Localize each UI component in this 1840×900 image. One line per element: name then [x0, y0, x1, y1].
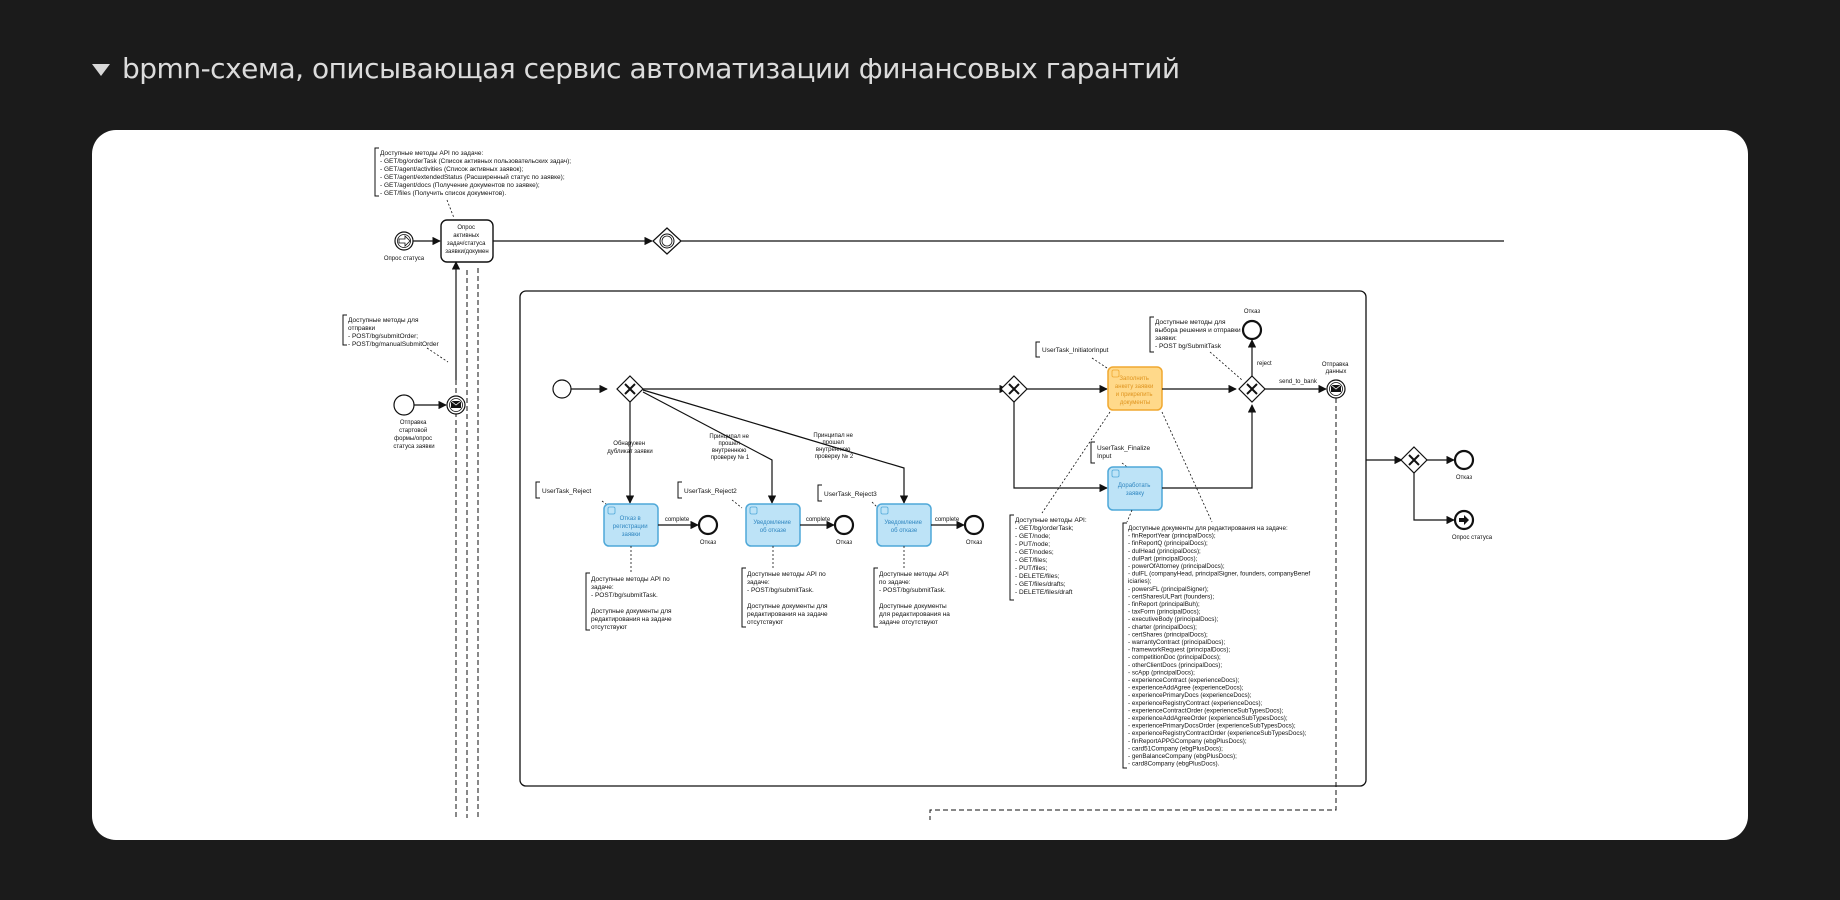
task-fill-application[interactable]: Заполнить анкету заявки и прикрепить док…	[1107, 366, 1163, 411]
task-note-3: Доступные методы API по задаче: - POST/b…	[873, 567, 952, 628]
bpmn-diagram: Доступные методы API по задаче: - GET/bg…	[342, 147, 1504, 820]
svg-text:UserTask_Reject3: UserTask_Reject3	[824, 491, 877, 498]
task-notify-reject-1[interactable]: Уведомление об отказе	[745, 503, 801, 547]
sub-start-event[interactable]	[552, 379, 572, 399]
svg-text:Уведомление об отказе: Уведомление об отказе	[753, 520, 792, 534]
subprocess-box	[519, 290, 1367, 787]
end-reject-3[interactable]	[963, 514, 985, 536]
top-note: Доступные методы API по задаче: - GET/bg…	[374, 147, 573, 197]
end-reject-label-2: Отказ	[836, 540, 852, 546]
send-data-event[interactable]	[1326, 379, 1346, 399]
svg-text:Доступные документы для редакт: Доступные документы для редактирования н…	[1128, 525, 1310, 768]
send-to-bank-label: send_to_bank	[1279, 379, 1318, 385]
task-note-2: Доступные методы API по задаче: - POST/b…	[741, 567, 829, 628]
docs-note: Доступные документы для редактирования н…	[1122, 522, 1310, 769]
svg-text:Заполнить анкету заявки: Заполнить анкету заявки и прикрепить док…	[1115, 376, 1155, 406]
svg-text:Доступные методы API: -: Доступные методы API: - GET/bg/orderTask…	[1015, 517, 1088, 596]
complete-label-3: complete	[935, 517, 960, 523]
submit-note: Доступные методы для отправки - POST/bg/…	[342, 314, 440, 348]
exclusive-gateway-4[interactable]	[1400, 446, 1428, 474]
svg-text:Доработать заявку: Доработать заявку	[1118, 483, 1152, 497]
task-notify-reject-2[interactable]: Уведомление об отказе	[876, 503, 932, 547]
end-reject-1[interactable]	[697, 514, 719, 536]
end-reject-label-1: Отказ	[700, 540, 716, 546]
end-reject-top-label: Отказ	[1244, 309, 1260, 315]
end-reject-outer-label: Отказ	[1456, 475, 1472, 481]
svg-text:Уведомление об отказе: Уведомление об отказе	[884, 520, 923, 534]
section-title: bpmn-схема, описывающая сервис автоматиз…	[122, 52, 1180, 85]
diagram-card: Доступные методы API по задаче: - GET/bg…	[92, 130, 1748, 840]
complete-label-1: complete	[665, 517, 690, 523]
flow-check1-label: Принципал не прошел внутреннюю проверку …	[709, 434, 750, 461]
end-reject-label-3: Отказ	[966, 540, 982, 546]
end-reject-top[interactable]	[1241, 319, 1263, 341]
event-based-gateway[interactable]	[652, 227, 682, 255]
submit-start-label: Отправка стартовой формы/опрос статуса з…	[393, 420, 434, 450]
api-methods-note: Доступные методы API: - GET/bg/orderTask…	[1009, 514, 1088, 601]
svg-text:Доступные методы API по: Доступные методы API по задаче: - POST/b…	[747, 571, 829, 626]
reject-annotation-3: UserTask_Reject3	[817, 484, 877, 502]
svg-text:Опрос активных зад: Опрос активных задач/статуса заявки/доку…	[445, 225, 488, 255]
flow-check2-label: Принципал не прошел внутреннюю проверку …	[813, 433, 854, 460]
reject-flow-label: reject	[1257, 361, 1272, 367]
initiator-input-annotation: UserTask_InitiatorInput	[1035, 341, 1109, 358]
task-note-1: Доступные методы API по задаче: - POST/b…	[585, 572, 673, 631]
exclusive-gateway-1[interactable]	[616, 375, 644, 403]
svg-text:UserTask_Reject: UserTask_Reject	[542, 488, 591, 495]
decision-note: Доступные методы для выбора решения и от…	[1149, 316, 1242, 353]
exclusive-gateway-3[interactable]	[1238, 375, 1266, 403]
submit-start-event[interactable]	[393, 394, 415, 416]
end-reject-outer[interactable]	[1453, 449, 1475, 471]
task-reject-registration[interactable]: Отказ в регистрации заявки	[603, 503, 659, 547]
svg-text:Доступные методы API по: Доступные методы API по задаче: - POST/b…	[591, 576, 673, 631]
collapse-caret-icon[interactable]	[92, 63, 110, 76]
exclusive-gateway-2[interactable]	[1000, 375, 1028, 403]
end-status-label: Опрос статуса	[1452, 535, 1493, 541]
start-status-event[interactable]	[394, 231, 414, 251]
start-status-label: Опрос статуса	[384, 256, 425, 262]
end-reject-2[interactable]	[833, 514, 855, 536]
flow-dup-label: Обнаружен дубликат заявки	[607, 441, 652, 455]
complete-label-2: complete	[806, 517, 831, 523]
section-header[interactable]: bpmn-схема, описывающая сервис автоматиз…	[92, 52, 1180, 85]
svg-text:Доступные методы API по: Доступные методы API по задаче: - POST/b…	[879, 571, 952, 626]
reject-annotation-2: UserTask_Reject2	[677, 481, 737, 499]
poll-task[interactable]: Опрос активных задач/статуса заявки/доку…	[440, 219, 494, 263]
task-finalize-application[interactable]: Доработать заявку	[1107, 466, 1163, 511]
svg-text:UserTask_InitiatorInput: UserTask_InitiatorInput	[1042, 347, 1109, 354]
finalize-input-annotation: UserTask_Finalize Input	[1090, 441, 1152, 464]
svg-text:Доступные методы для отп: Доступные методы для отправки - POST/bg/…	[348, 317, 440, 348]
svg-text:Доступные методы для выб: Доступные методы для выбора решения и от…	[1155, 319, 1242, 350]
send-data-label: Отправка данных	[1322, 362, 1350, 375]
end-status-event[interactable]	[1453, 509, 1475, 531]
svg-text:Отказ в регистрации: Отказ в регистрации заявки	[613, 516, 649, 538]
reject-annotation-1: UserTask_Reject	[535, 481, 591, 499]
message-send-event[interactable]	[446, 395, 466, 415]
svg-text:Доступные методы API по задаче: Доступные методы API по задаче: - GET/bg…	[380, 150, 573, 197]
svg-text:UserTask_Finalize Input: UserTask_Finalize Input	[1097, 445, 1152, 460]
svg-text:UserTask_Reject2: UserTask_Reject2	[684, 488, 737, 495]
